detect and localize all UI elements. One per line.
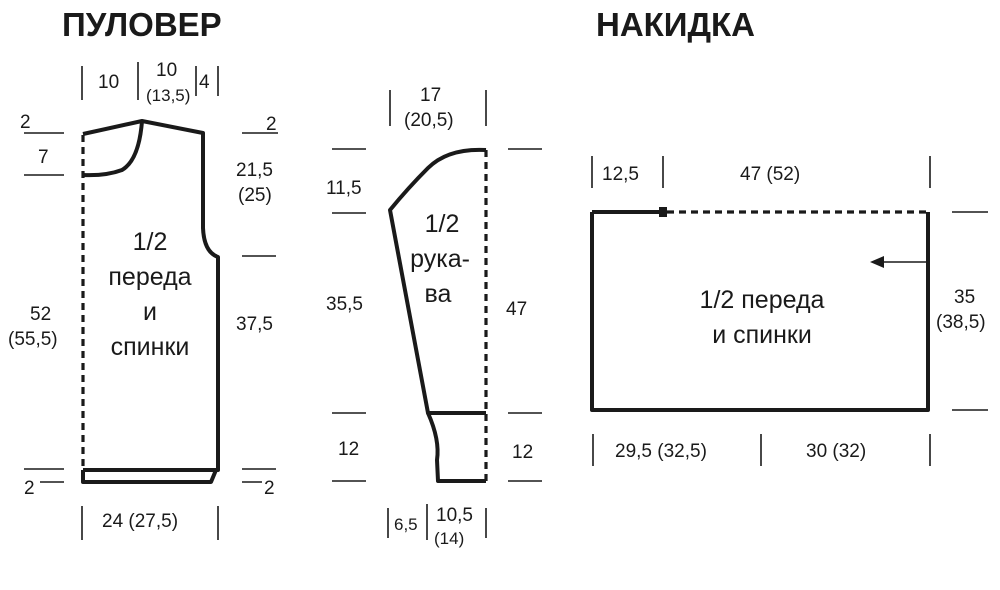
cape-direction-arrow xyxy=(870,256,926,268)
sleeve-section: 17 (20,5) 11,5 35,5 12 47 12 1/2 рука- xyxy=(326,85,542,548)
sleeve-label-line-1: 1/2 xyxy=(425,210,460,238)
pullover-title: ПУЛОВЕР xyxy=(62,6,222,43)
pullover-top-slope: 4 xyxy=(199,72,210,93)
pullover-armhole: 21,5 xyxy=(236,160,273,181)
sleeve-bottom-b-alt: (14) xyxy=(434,529,464,548)
pullover-right-2: 2 xyxy=(266,114,277,135)
pullover-label-line-3: и xyxy=(143,298,157,326)
pullover-top-shoulder-width-alt: (13,5) xyxy=(146,86,190,105)
cape-bottom-b: 30 (32) xyxy=(806,441,866,462)
cape-label-line-1: 1/2 переда xyxy=(700,286,825,314)
pullover-right-dimension: 2 21,5 (25) 37,5 2 xyxy=(236,114,278,499)
sleeve-left-dimension: 11,5 35,5 12 xyxy=(326,148,366,482)
pullover-side-length: 37,5 xyxy=(236,314,273,335)
sleeve-label-line-3: ва xyxy=(425,280,452,308)
sleeve-top-width: 17 xyxy=(420,85,441,106)
pullover-bottom-width: 24 (27,5) xyxy=(102,511,178,532)
pullover-armhole-alt: (25) xyxy=(238,185,272,206)
cape-height: 35 xyxy=(954,287,975,308)
pullover-bottom-left-2: 2 xyxy=(24,478,35,499)
pullover-left-7: 7 xyxy=(38,147,49,168)
sleeve-right-dimension: 47 12 xyxy=(506,148,542,482)
pullover-left-2: 2 xyxy=(20,112,31,133)
sleeve-cuff-height-left: 12 xyxy=(338,439,359,460)
cape-label: 1/2 переда и спинки xyxy=(700,286,825,349)
cape-top-dimension: 12,5 47 (52) xyxy=(591,156,931,188)
cape-right-dimension: 35 (38,5) xyxy=(936,211,988,411)
pullover-section: ПУЛОВЕР 10 10 (13,5) 4 2 7 52 (55,5) 2 xyxy=(8,6,278,540)
sleeve-pattern-shape xyxy=(388,147,488,483)
sleeve-cuff-height-right: 12 xyxy=(512,442,533,463)
pullover-top-shoulder-width: 10 xyxy=(156,60,177,81)
pullover-label-line-2: переда xyxy=(108,263,191,291)
pullover-length: 52 xyxy=(30,304,51,325)
cape-bottom-dimension: 29,5 (32,5) 30 (32) xyxy=(592,434,931,466)
cape-section: НАКИДКА 12,5 47 (52) 1/2 переда и спинки… xyxy=(590,6,988,466)
sleeve-top-dimension: 17 (20,5) xyxy=(389,85,487,131)
cape-label-line-2: и спинки xyxy=(712,321,812,349)
sleeve-label: 1/2 рука- ва xyxy=(410,210,470,308)
cape-top-a: 12,5 xyxy=(602,164,639,185)
pullover-bottom-right-2: 2 xyxy=(264,478,275,499)
cape-pattern-shape xyxy=(590,207,930,412)
pullover-label: 1/2 переда и спинки xyxy=(108,228,191,361)
sleeve-label-line-2: рука- xyxy=(410,245,470,273)
pullover-left-dimension: 2 7 52 (55,5) 2 xyxy=(8,112,64,499)
sleeve-bottom-a: 6,5 xyxy=(394,515,418,534)
pullover-pattern-shape xyxy=(81,119,220,484)
sleeve-length: 35,5 xyxy=(326,294,363,315)
sleeve-cap-height: 11,5 xyxy=(326,178,362,199)
pullover-top-dimension: 10 10 (13,5) 4 xyxy=(81,60,219,105)
pullover-label-line-1: 1/2 xyxy=(133,228,168,256)
pullover-label-line-4: спинки xyxy=(111,333,190,361)
sleeve-bottom-b: 10,5 xyxy=(436,505,473,526)
cape-top-b: 47 (52) xyxy=(740,164,800,185)
cape-height-alt: (38,5) xyxy=(936,312,986,333)
pullover-length-alt: (55,5) xyxy=(8,329,58,350)
pullover-bottom-dimension: 24 (27,5) xyxy=(81,506,219,540)
cape-title: НАКИДКА xyxy=(596,6,755,43)
cape-bottom-a: 29,5 (32,5) xyxy=(615,441,707,462)
sleeve-top-width-alt: (20,5) xyxy=(404,110,454,131)
sleeve-total-length: 47 xyxy=(506,299,527,320)
pullover-top-neck-width: 10 xyxy=(98,72,119,93)
sleeve-bottom-dimension: 6,5 10,5 (14) xyxy=(387,504,487,548)
